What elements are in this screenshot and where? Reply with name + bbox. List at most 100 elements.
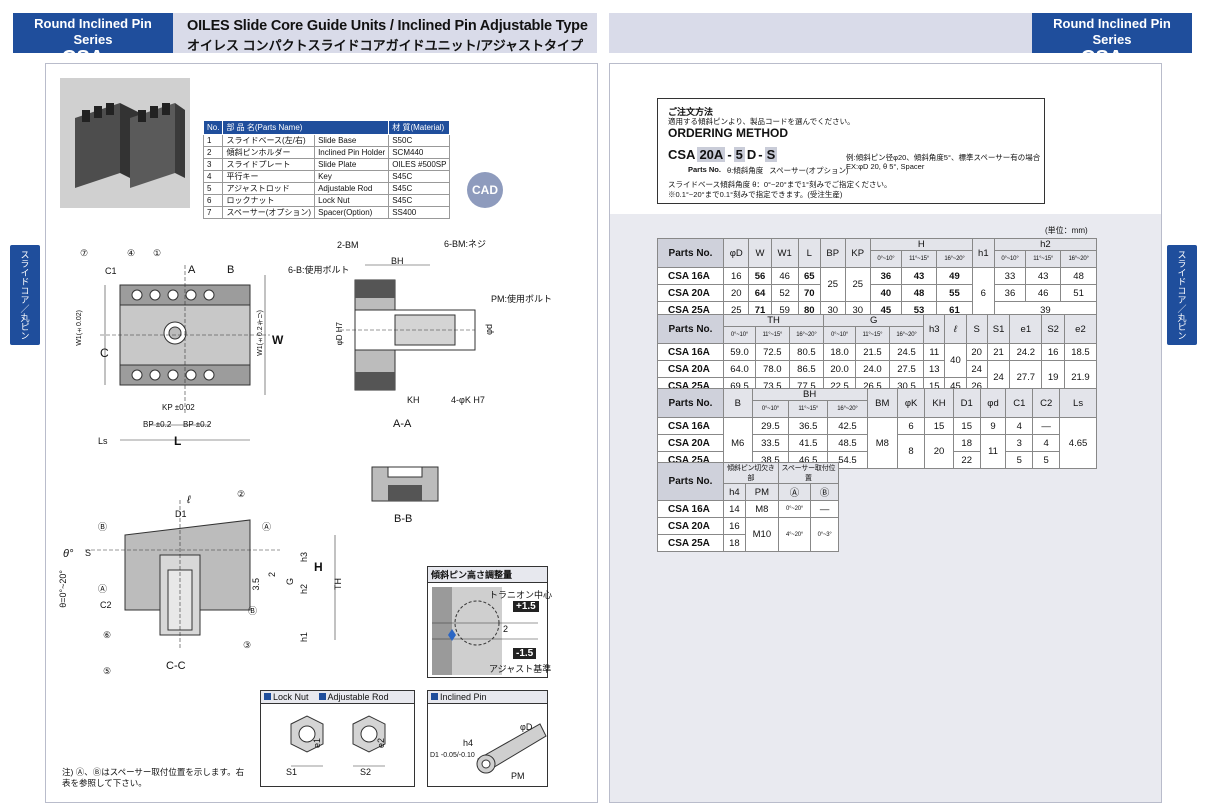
label-bp2: BP ±0.2 — [183, 420, 212, 429]
cell: M10 — [744, 517, 779, 552]
cell: 80.5 — [788, 343, 825, 361]
col-h2: h2 — [993, 238, 1098, 251]
code-prefix: CSA — [668, 147, 696, 162]
product-photo — [60, 78, 190, 208]
cell: 36.5 — [788, 417, 829, 435]
parts-name-en: Spacer(Option) — [314, 206, 390, 219]
parts-no-label: Parts No. — [688, 165, 721, 174]
label-6bm: 6-BM:ネジ — [444, 239, 487, 249]
sub-angle: 11°~15° — [754, 326, 790, 344]
col-b: B — [723, 388, 753, 418]
parts-material: S50C — [388, 134, 451, 147]
cell: 78.0 — [754, 360, 790, 378]
parts-no: 3 — [202, 158, 224, 171]
col-h4: h4 — [723, 483, 746, 501]
col-parts-no: Parts No. — [657, 314, 724, 344]
table-row: CSA 16A 16 56 46 65 25 25 36 43 49 6 33 … — [657, 267, 1097, 319]
sub-angle: 11°~15° — [901, 250, 938, 268]
cell: 14 — [723, 500, 746, 518]
spec-table-3: Parts No. B BH BM φK KH D1 φd C1 C2 Ls 0… — [657, 388, 1097, 469]
cell: 29.5 — [751, 417, 790, 435]
label-aa: A-A — [393, 418, 412, 430]
table-row: CSA 20A 20 64 52 70 40 48 55 36 46 51 — [657, 284, 1097, 302]
col-kh: KH — [924, 388, 954, 418]
label-theta-range: θ=0°~20° — [58, 570, 68, 608]
label-bp1: BP ±0.2 — [143, 420, 172, 429]
label-plus15: +1.5 — [513, 601, 539, 612]
cell: 48 — [901, 284, 938, 302]
cell-pn: CSA 20A — [657, 517, 724, 535]
parts-material: OILES #500SP — [388, 158, 451, 171]
parts-name-jp: 傾斜ピンホルダー — [222, 146, 316, 159]
sub-angle: 11°~15° — [1025, 250, 1062, 268]
side-tab-left[interactable]: スライドコア／丸ピン — [10, 245, 40, 345]
parts-col-material: 材 質(Material) — [388, 120, 451, 135]
cell: 21 — [986, 343, 1011, 361]
cell: 86.5 — [788, 360, 825, 378]
cell: 36 — [993, 284, 1027, 302]
cell: 24.5 — [888, 343, 925, 361]
label-w1-kiri: W1(±0.2キリ) — [257, 310, 264, 356]
label-w1-tol: W1(±0.02) — [76, 310, 83, 346]
label-b-circle-2: Ⓑ — [248, 606, 258, 616]
label-2-adj: 2 — [503, 624, 509, 634]
side-tab-right[interactable]: スライドコア／丸ピン — [1167, 245, 1197, 345]
label-2bm: 2-BM — [337, 240, 359, 250]
cell: 20 — [722, 284, 750, 302]
label-s1: S1 — [286, 767, 298, 777]
parts-material: S45C — [388, 170, 451, 183]
label-c-left: C — [100, 346, 109, 360]
parts-material: SCM440 — [388, 146, 451, 159]
unit-label: (単位：mm) — [1045, 226, 1088, 235]
cell: 16 — [722, 267, 750, 285]
label-4: ④ — [127, 248, 136, 258]
cell: 18 — [723, 534, 746, 552]
cell: 64 — [748, 284, 772, 302]
label-l: L — [174, 434, 182, 448]
label-h: H — [314, 560, 323, 574]
col-bp: BP — [819, 238, 846, 268]
parts-no: 4 — [202, 170, 224, 183]
label-2-dim: 2 — [267, 572, 277, 578]
col-kp: KP — [844, 238, 871, 268]
label-phid: φd — [484, 324, 494, 335]
label-a-circle-1: Ⓐ — [262, 522, 272, 532]
col-ls: Ls — [1059, 388, 1097, 418]
parts-col-name: 部 品 名(Parts Name) — [222, 120, 390, 135]
cell: 48 — [1060, 267, 1097, 285]
cell-pn: CSA 16A — [657, 267, 724, 285]
label-ell: ℓ — [187, 494, 191, 506]
cell: 6 — [971, 267, 995, 319]
label-cc: C-C — [166, 660, 186, 672]
section-aa-drawing — [340, 264, 476, 391]
label-e1: e1 — [312, 738, 322, 749]
series-label: Round Inclined Pin Series — [34, 16, 152, 47]
parts-name-jp: ロックナット — [222, 194, 316, 207]
label-1: ① — [153, 248, 162, 258]
parts-name-jp: スライドベース(左/右) — [222, 134, 316, 147]
parts-name-en: Inclined Pin Holder — [314, 146, 390, 159]
cell: 15 — [952, 417, 981, 435]
table-row: CSA 16A 14 M8 0°~20° — — [657, 500, 839, 518]
parts-material: S45C — [388, 194, 451, 207]
cell: 46 — [1025, 284, 1062, 302]
cell: 56 — [748, 267, 772, 285]
cell: 21.5 — [855, 343, 890, 361]
adjustable-rod-title: Adjustable Rod — [318, 692, 389, 702]
cad-badge[interactable]: CAD — [467, 172, 503, 208]
label-pin-phid: φD — [520, 722, 533, 732]
code-dash-2: - — [758, 147, 763, 162]
cell: 4 — [1005, 417, 1034, 435]
ordering-example: 例:傾斜ピン径φ20、傾斜角度5°、標準スペーサー有の場合 — [846, 153, 1041, 162]
sub-angle: 0°~10° — [823, 326, 857, 344]
ordering-example-en: EX:φD 20, θ 5°, Spacer — [846, 162, 925, 171]
spec-table-2: Parts No. TH G h3 ℓ S S1 e1 S2 e2 0°~10°… — [657, 314, 1098, 395]
ordering-note-2: ※0.1°~20°まで0.1°刻みで指定できます。(受注生産) — [668, 190, 843, 199]
parts-no: 6 — [202, 194, 224, 207]
sub-angle: 16°~20° — [1060, 250, 1097, 268]
col-ell: ℓ — [944, 314, 967, 344]
series-label-right: Round Inclined Pin Series — [1053, 16, 1171, 47]
cell: 24.0 — [855, 360, 890, 378]
